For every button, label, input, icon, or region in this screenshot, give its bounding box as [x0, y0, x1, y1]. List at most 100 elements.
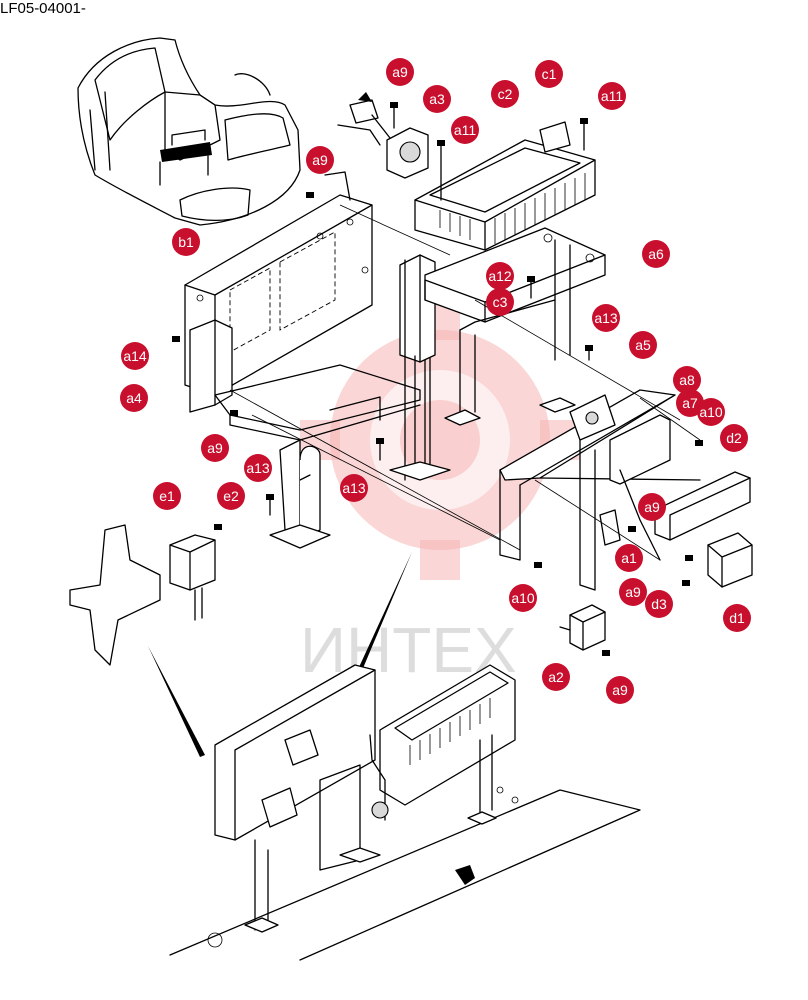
callout-text: a10 [699, 404, 723, 420]
assembled-view [169, 664, 641, 961]
callout-text: a9 [207, 440, 223, 456]
callout-circle [121, 342, 149, 370]
callout-text: e2 [223, 488, 239, 504]
callout-circle [201, 434, 229, 462]
callout-circle [542, 663, 570, 691]
relay-bracket-a3 [337, 92, 429, 179]
callout-circle [486, 288, 514, 316]
callout-text: a9 [392, 64, 408, 80]
side-plate-a4 [189, 319, 233, 413]
callout-text: a11 [601, 88, 624, 104]
callout-a9-low: a9 [619, 578, 647, 606]
excavator-cab-thumbnail [77, 37, 301, 226]
callout-circle [592, 304, 620, 332]
callout-text: a9 [644, 499, 660, 515]
callout-d1: d1 [723, 604, 751, 632]
callout-text: c3 [493, 294, 508, 310]
callout-e2: e2 [217, 482, 245, 510]
callout-a9-mid: a9 [306, 146, 334, 174]
callout-a7: a7 [676, 389, 704, 417]
callout-circle [619, 578, 647, 606]
callout-text: a14 [123, 348, 147, 364]
callout-text: a2 [548, 669, 564, 685]
callout-text: a3 [429, 91, 445, 107]
callout-a9-bottom: a9 [606, 676, 634, 704]
callout-circle [673, 366, 701, 394]
callout-b1: b1 [172, 228, 200, 256]
callout-text: a1 [621, 550, 637, 566]
callout-d2: d2 [720, 424, 748, 452]
callout-c1: c1 [535, 60, 563, 88]
callout-a10-low: a10 [509, 584, 537, 612]
callout-circle [723, 604, 751, 632]
callout-text: a8 [679, 372, 695, 388]
callout-circle [451, 116, 479, 144]
callout-circle [306, 146, 334, 174]
callout-text: c2 [498, 86, 513, 102]
callout-circle [720, 424, 748, 452]
callout-a10-right: a10 [697, 398, 725, 426]
battery-c1 [414, 121, 596, 251]
callout-circle [697, 398, 725, 426]
callout-text: c1 [542, 66, 557, 82]
callout-e1: e1 [153, 482, 181, 510]
callout-circle [535, 60, 563, 88]
callout-circle [615, 544, 643, 572]
callout-a11-left: a11 [451, 116, 479, 144]
alignment-lines [229, 204, 701, 561]
callout-a3: a3 [423, 85, 451, 113]
callout-circle [423, 85, 451, 113]
drawing-code: LF05-04001- [0, 0, 86, 17]
callout-a9-left: a9 [201, 434, 229, 462]
callout-a14: a14 [121, 342, 149, 370]
callout-a13-right: a13 [592, 304, 620, 332]
callout-text: a9 [612, 682, 628, 698]
callout-text: a9 [312, 152, 328, 168]
callout-a9-br: a9 [638, 493, 666, 521]
callout-circle [645, 590, 673, 618]
callout-text: b1 [178, 234, 194, 250]
callout-circle [491, 80, 519, 108]
callout-text: a12 [488, 268, 512, 284]
callout-a12: a12 [486, 262, 514, 290]
callout-text: e1 [159, 488, 175, 504]
callout-a1: a1 [615, 544, 643, 572]
callout-text: d3 [651, 596, 667, 612]
callout-c3: c3 [486, 288, 514, 316]
callout-circle [629, 331, 657, 359]
callout-text: a7 [682, 395, 698, 411]
callout-a9-top: a9 [386, 58, 414, 86]
callout-a13-center: a13 [340, 474, 368, 502]
callout-text: a6 [648, 246, 664, 262]
callout-circle [598, 82, 626, 110]
callout-circle [642, 240, 670, 268]
callout-a8: a8 [673, 366, 701, 394]
callout-text: d2 [726, 430, 742, 446]
callout-circle [153, 482, 181, 510]
relay-a2 [559, 604, 606, 651]
callout-circle [676, 389, 704, 417]
callout-text: a13 [342, 480, 366, 496]
battery-tray-a6 [424, 227, 606, 426]
callout-text: a5 [635, 337, 651, 353]
watermark-gear [300, 300, 580, 580]
callout-circle [509, 584, 537, 612]
bolts [172, 102, 703, 656]
callout-circle [172, 228, 200, 256]
callout-a4: a4 [120, 384, 148, 412]
callout-text: a9 [625, 584, 641, 600]
callout-a11-right: a11 [598, 82, 626, 110]
callout-circle [386, 58, 414, 86]
callout-text: a11 [454, 122, 477, 138]
callout-a2: a2 [542, 663, 570, 691]
callout-d3: d3 [645, 590, 673, 618]
callout-text: d1 [729, 610, 745, 626]
callout-text: a4 [126, 390, 142, 406]
bracket-e1 [69, 524, 216, 666]
callout-circle [486, 262, 514, 290]
callout-circle [244, 454, 272, 482]
callout-circle [638, 493, 666, 521]
callout-circle [340, 474, 368, 502]
